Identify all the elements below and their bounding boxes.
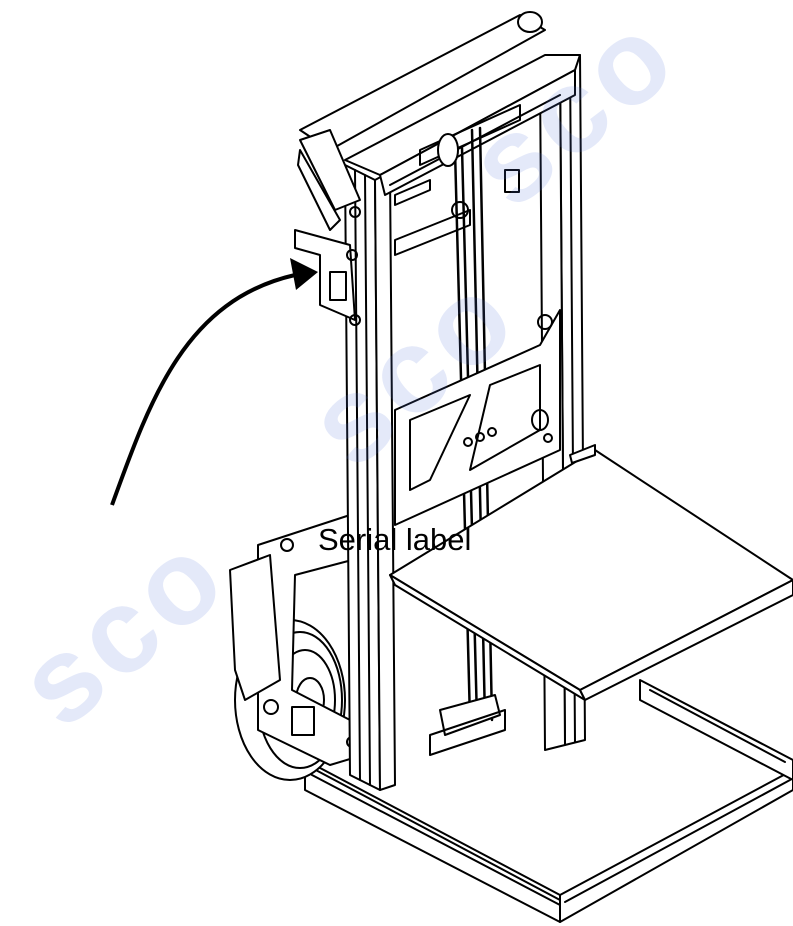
serial-label-plate <box>329 271 347 301</box>
callout-arrow <box>110 258 318 506</box>
lift-platform <box>389 444 793 701</box>
serial-label-bracket <box>294 206 361 326</box>
top-roller <box>297 11 546 231</box>
base-frame <box>304 679 793 923</box>
serial-label-callout: Serial label <box>318 522 472 557</box>
mast-top-frame <box>344 54 581 196</box>
mast-left-column <box>344 164 381 791</box>
carriage-frame <box>394 309 561 526</box>
wheel-bracket <box>229 514 381 766</box>
